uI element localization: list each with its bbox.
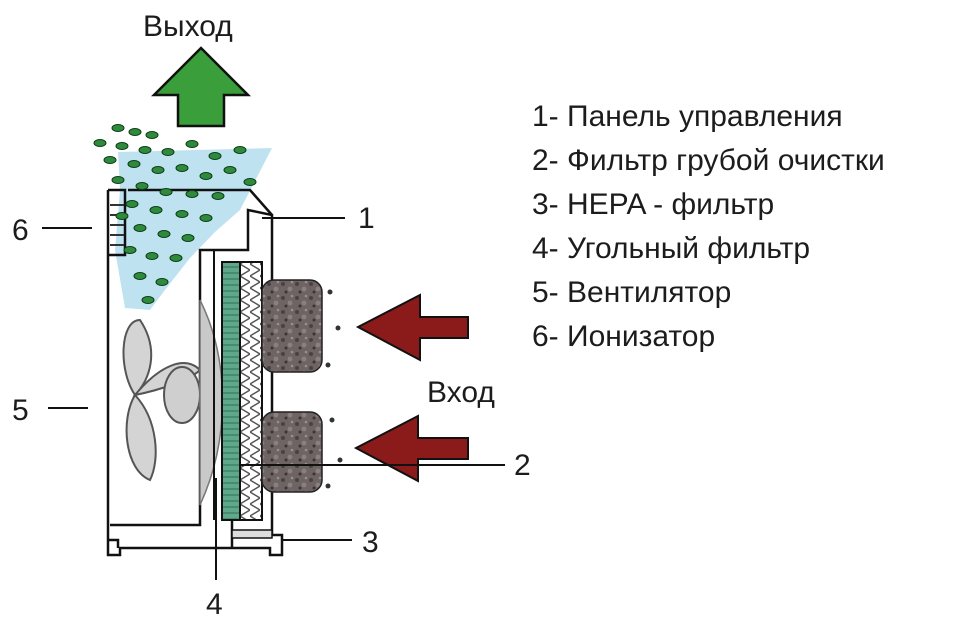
callout-5: 5	[12, 394, 29, 427]
callout-6: 6	[12, 214, 29, 247]
inlet-arrow-top	[355, 293, 469, 362]
legend-item-ionizer: 6- Ионизатор	[532, 320, 716, 353]
legend-item-carbon-filter: 4- Угольный фильтр	[532, 232, 811, 265]
callout-1: 1	[358, 202, 375, 235]
callout-lines	[42, 217, 505, 580]
coarse-filter-top	[261, 279, 323, 373]
legend-item-control-panel: 1- Панель управления	[532, 100, 843, 133]
inlet-arrow-bottom	[353, 414, 469, 483]
carbon-filter	[239, 261, 263, 521]
coarse-filter-bottom	[261, 411, 323, 493]
callout-3: 3	[362, 526, 379, 559]
inlet-label: Вход	[427, 376, 495, 409]
callout-2: 2	[514, 449, 531, 482]
fan	[122, 299, 224, 506]
outlet-label: Выход	[143, 10, 233, 43]
ion-particles	[93, 124, 257, 304]
legend-item-fan: 5- Вентилятор	[532, 276, 732, 309]
air-stream	[115, 148, 272, 310]
callout-4: 4	[206, 588, 223, 621]
legend-item-hepa-filter: 3- HEPA - фильтр	[532, 188, 775, 221]
legend: 1- Панель управления 2- Фильтр грубой оч…	[532, 95, 885, 359]
outlet-arrow	[150, 46, 252, 128]
hepa-filter	[221, 261, 241, 521]
legend-item-coarse-filter: 2- Фильтр грубой очистки	[532, 144, 885, 177]
